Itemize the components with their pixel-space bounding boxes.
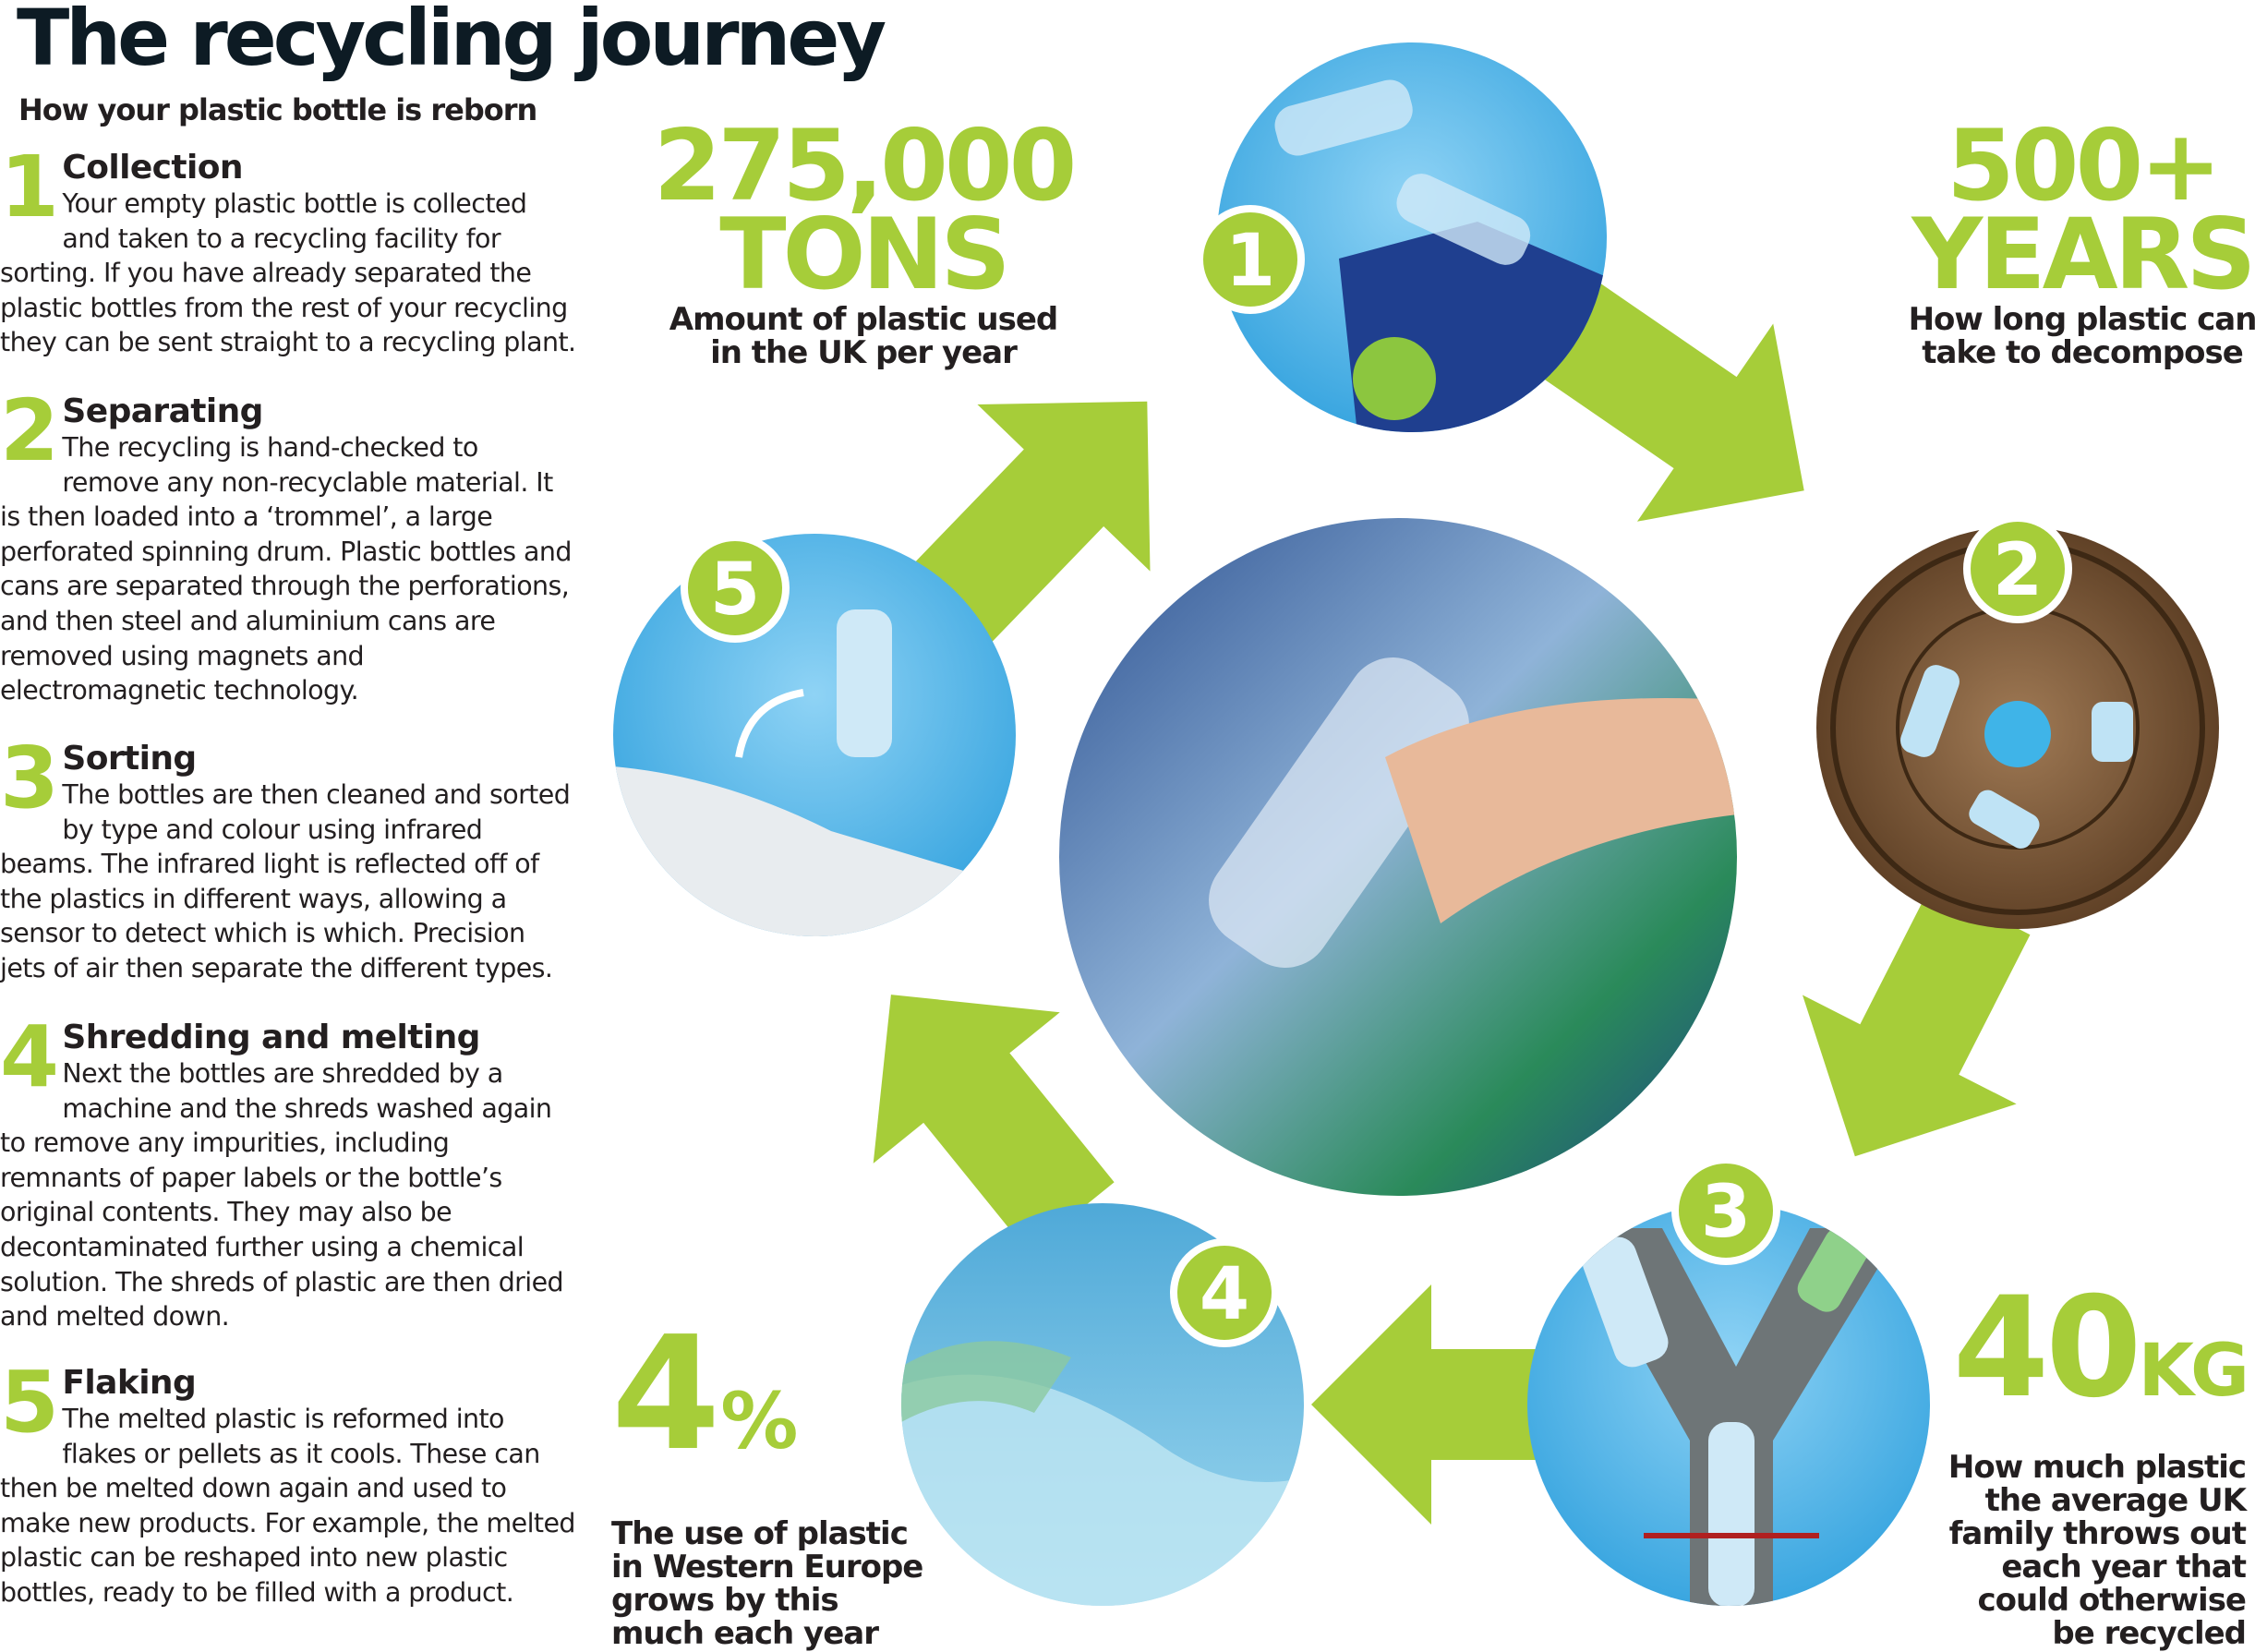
step-heading: Shredding and melting xyxy=(62,1019,480,1056)
step-number: 5 xyxy=(0,1353,59,1452)
step-number: 1 xyxy=(0,138,59,236)
badge-4-label: 4 xyxy=(1200,1253,1249,1336)
badge-2-label: 2 xyxy=(1993,529,2043,612)
step-3-illustration xyxy=(1527,1203,1930,1606)
step-sorting: 3 Sorting The bottles are then cleaned a… xyxy=(0,729,577,986)
stat-percent-caption-1: The use of plastic xyxy=(611,1515,909,1552)
arrow-2-to-3 xyxy=(1802,884,2031,1157)
stat-years-caption-1: How long plastic can xyxy=(1908,301,2255,338)
stat-years-caption-2: take to decompose xyxy=(1922,334,2244,371)
stat-kg-caption-6: be recycled xyxy=(2052,1615,2247,1652)
stat-percent-caption-4: much each year xyxy=(611,1615,879,1652)
stat-percent-caption-3: grows by this xyxy=(611,1582,839,1619)
badge-1 xyxy=(1196,205,1305,314)
step-body: Next the bottles are shredded by a machi… xyxy=(0,1058,564,1332)
page-title: The recycling journey xyxy=(17,0,886,83)
stat-tons: 275,000 TONS Amount of plastic used in t… xyxy=(646,109,1080,371)
stat-kg-caption-1: How much plastic xyxy=(1948,1449,2247,1486)
step-heading: Flaking xyxy=(62,1364,197,1402)
badge-5-label: 5 xyxy=(710,549,760,632)
bottle-image xyxy=(1209,657,1469,968)
stat-kg-caption-3: family throws out xyxy=(1948,1515,2247,1552)
step-number: 4 xyxy=(0,1007,59,1106)
arrow-1-to-2 xyxy=(1529,277,1804,522)
step-number: 3 xyxy=(0,729,59,827)
step-shredding-melting: 4 Shredding and melting Next the bottles… xyxy=(0,1007,577,1334)
step-number: 2 xyxy=(0,381,59,480)
central-photo xyxy=(1059,518,1737,1196)
badge-3-label: 3 xyxy=(1701,1171,1751,1254)
badge-2 xyxy=(1963,514,2072,623)
step-badges xyxy=(681,205,2072,1347)
stat-percent-value: 4 xyxy=(611,1303,721,1486)
hand-image xyxy=(1385,698,1737,923)
cycle-arrows xyxy=(873,277,2031,1525)
step-flaking: 5 Flaking The melted plastic is reformed… xyxy=(0,1353,577,1610)
step-body: The bottles are then cleaned and sorted … xyxy=(0,779,571,983)
stat-kg-caption-4: each year that xyxy=(2001,1549,2247,1586)
badge-5 xyxy=(681,534,790,643)
stat-kg-value: 40 xyxy=(1952,1268,2142,1429)
stat-tons-unit: TONS xyxy=(719,198,1010,311)
stat-years: 500+ YEARS How long plastic can take to … xyxy=(1902,109,2255,371)
arrow-3-to-4 xyxy=(1311,1284,1561,1525)
step-heading: Sorting xyxy=(62,740,197,778)
step-collection: 1 Collection Your empty plastic bottle i… xyxy=(0,138,577,360)
stat-percent: 4% The use of plastic in Western Europe … xyxy=(611,1316,923,1652)
stat-kg-caption-2: the average UK xyxy=(1984,1482,2247,1519)
step-heading: Collection xyxy=(62,149,243,187)
step-body: Your empty plastic bottle is collected a… xyxy=(0,188,576,358)
stat-percent-unit: % xyxy=(720,1376,799,1466)
step-5-illustration xyxy=(613,534,1016,936)
page-subtitle: How your plastic bottle is reborn xyxy=(18,92,537,127)
arrow-4-to-5 xyxy=(873,995,1115,1252)
stat-tons-caption-2: in the UK per year xyxy=(710,334,1018,371)
stat-percent-caption-2: in Western Europe xyxy=(611,1549,923,1586)
step-heading: Separating xyxy=(62,392,263,430)
step-separating: 2 Separating The recycling is hand-check… xyxy=(0,381,577,708)
badge-3 xyxy=(1671,1156,1780,1265)
stat-tons-caption-1: Amount of plastic used xyxy=(669,301,1059,338)
stat-tons-value: 275,000 xyxy=(653,109,1078,223)
stat-kg-caption-5: could otherwise xyxy=(1977,1582,2247,1619)
stat-years-value: 500+ xyxy=(1946,109,2222,223)
badge-1-label: 1 xyxy=(1225,220,1275,303)
stat-kg-unit: KG xyxy=(2138,1330,2249,1413)
stat-years-unit: YEARS xyxy=(1911,198,2255,311)
stat-kg: 40KG How much plastic the average UK fam… xyxy=(1948,1279,2249,1652)
arrow-5-to-1 xyxy=(901,401,1151,653)
badge-4 xyxy=(1170,1238,1279,1347)
step-body: The recycling is hand-checked to remove … xyxy=(0,432,572,706)
step-body: The melted plastic is reformed into flak… xyxy=(0,1404,575,1608)
